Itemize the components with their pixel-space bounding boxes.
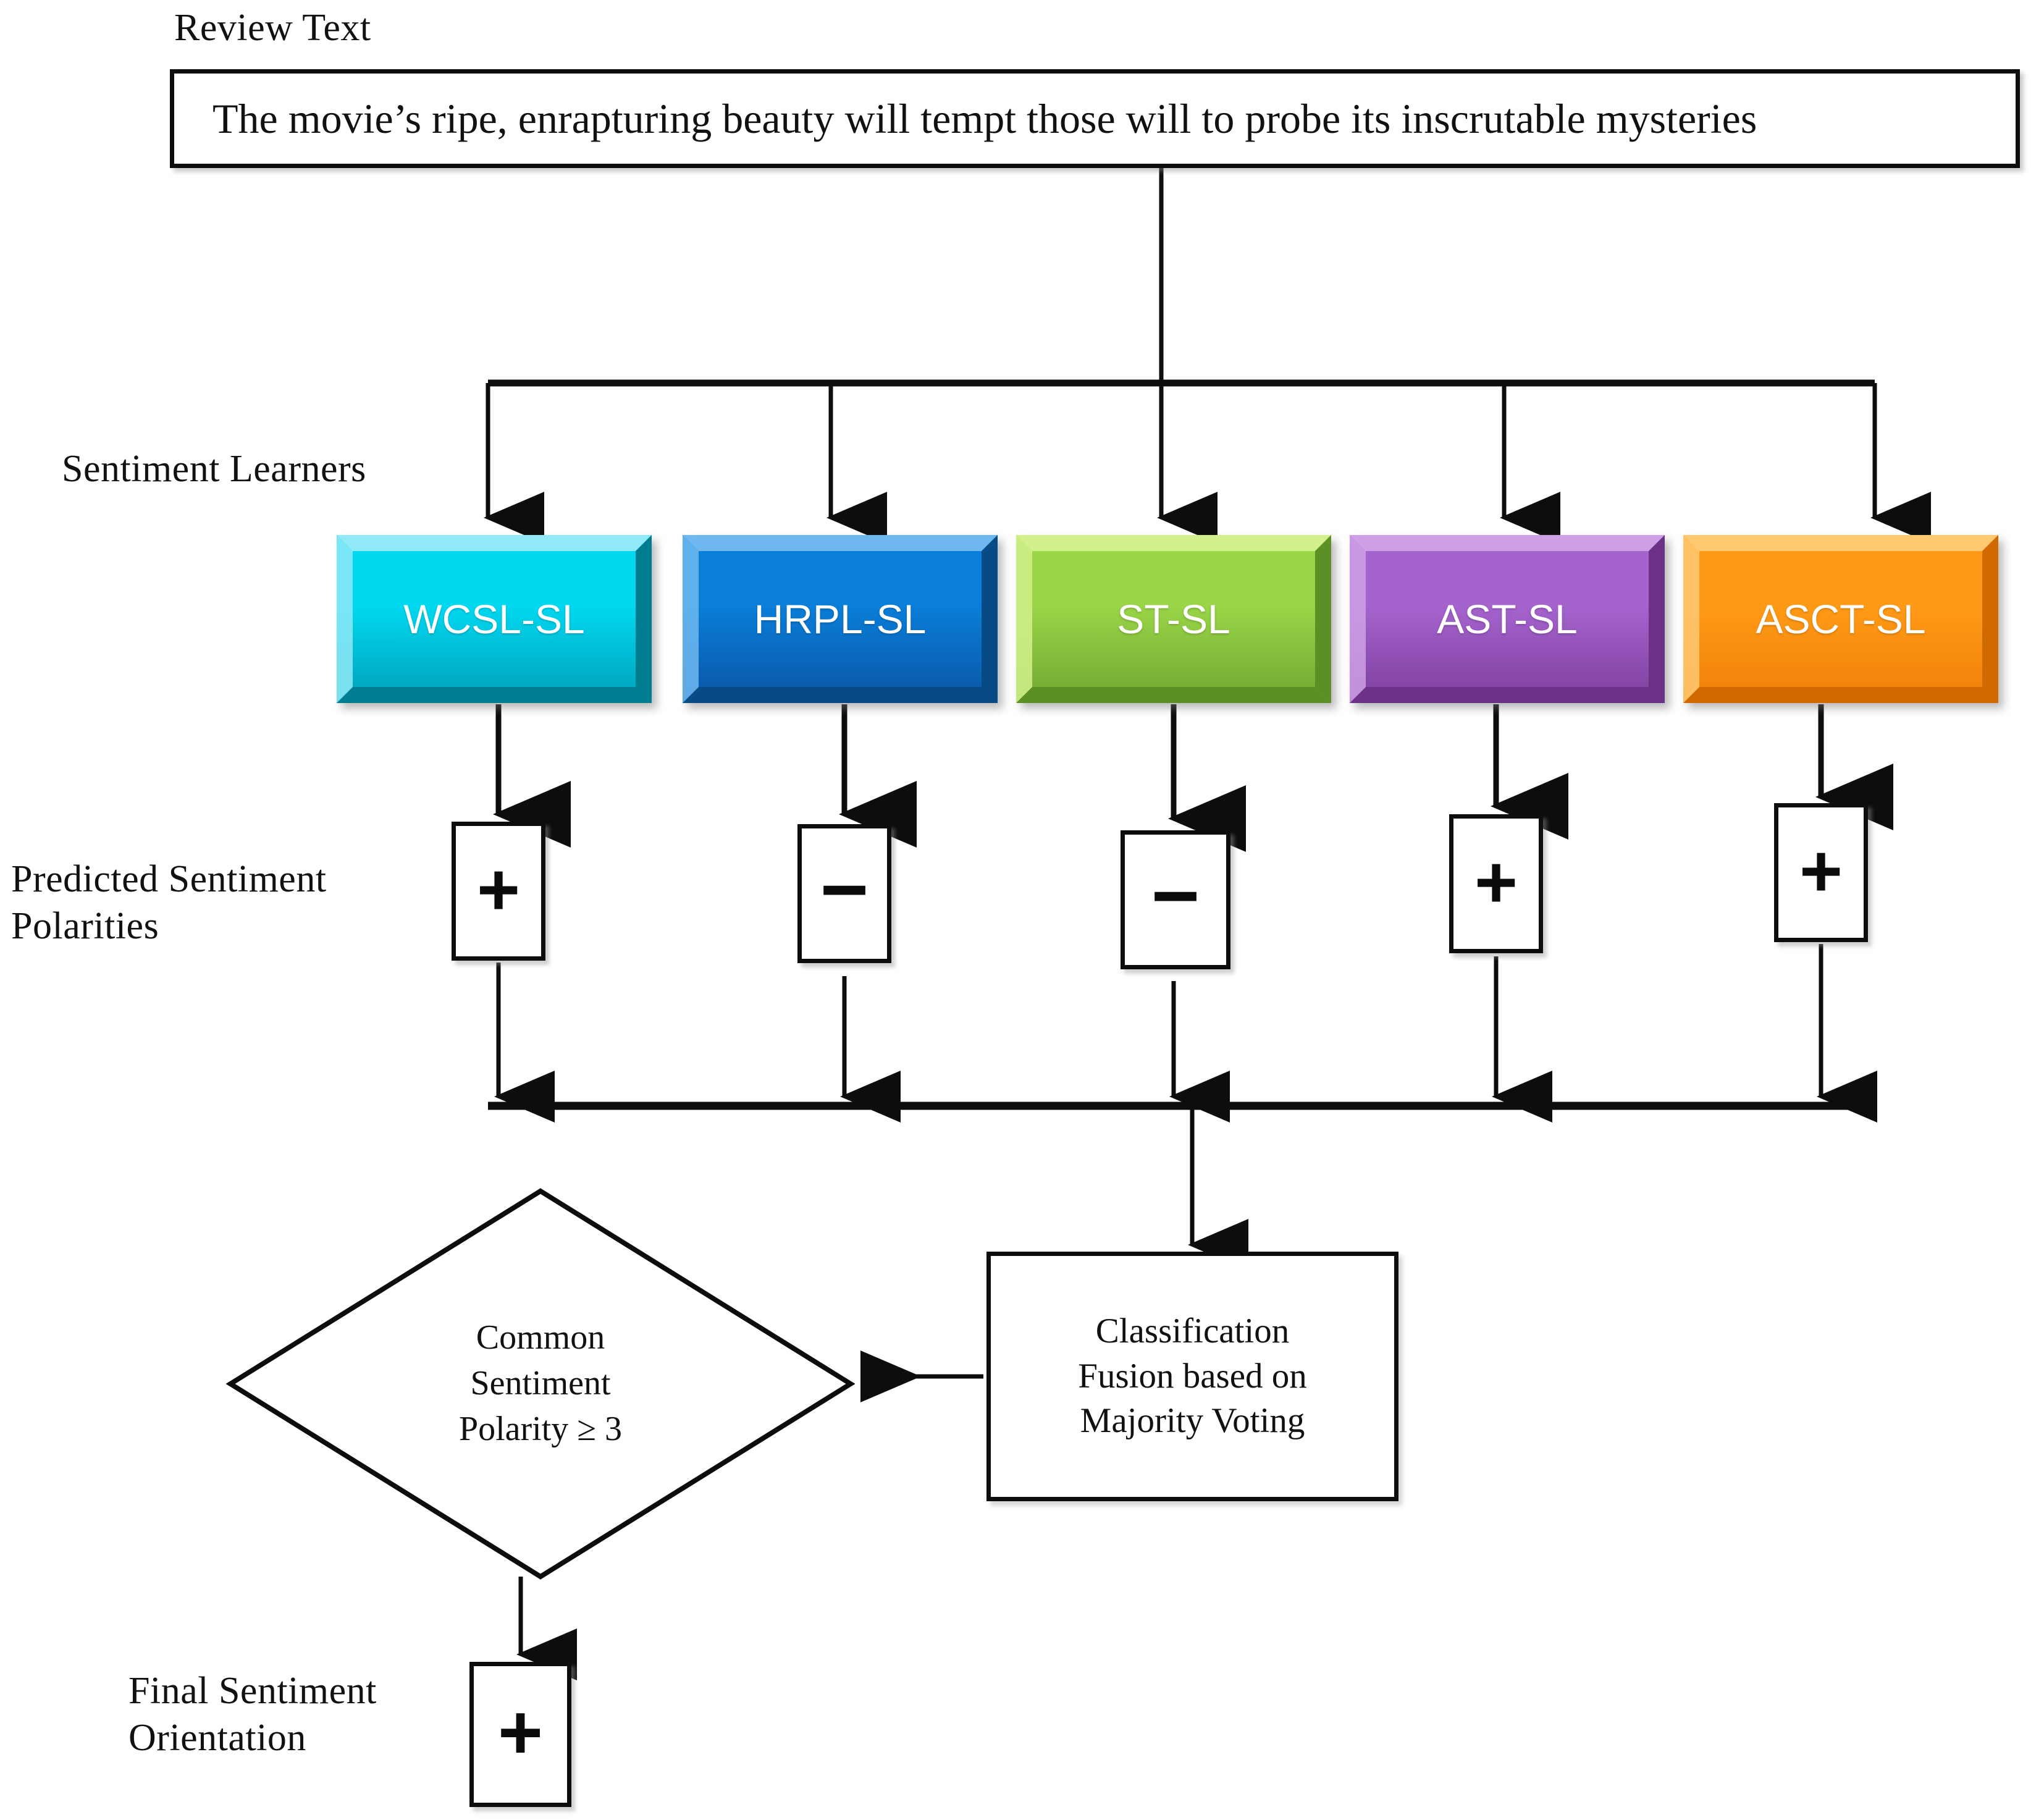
sentiment-learner-box-wcsl-sl[interactable]: WCSL-SL: [337, 535, 652, 703]
classification-fusion-box: Classification Fusion based on Majority …: [986, 1252, 1398, 1501]
polarity-sign: +: [476, 848, 521, 931]
predicted-polarity-box-1: +: [452, 822, 545, 961]
wire-learners-to-polarities: [493, 704, 1893, 852]
fusion-line-3: Majority Voting: [1080, 1401, 1305, 1441]
polarity-sign: −: [1151, 849, 1200, 942]
sentiment-learner-label: HRPL-SL: [754, 596, 927, 642]
decision-diamond: Common Sentiment Polarity ≥ 3: [225, 1186, 856, 1582]
final-sentiment-orientation-label: Final Sentiment Orientation: [128, 1670, 377, 1759]
sentiment-learner-box-hrpl-sl[interactable]: HRPL-SL: [683, 535, 998, 703]
wire-distributor-to-learners: [484, 383, 1931, 544]
fusion-line-2: Fusion based on: [1078, 1356, 1307, 1396]
sentiment-learner-box-ast-sl[interactable]: AST-SL: [1350, 535, 1665, 703]
sentiment-learners-label: Sentiment Learners: [62, 448, 366, 490]
review-text-value: The movie’s ripe, enrapturing beauty wil…: [212, 95, 1757, 142]
decision-diamond-shape: [225, 1188, 856, 1580]
polarity-sign: −: [820, 843, 869, 936]
wire-review-to-distributor: [488, 168, 1875, 387]
polarity-sign: +: [1799, 829, 1843, 912]
sentiment-learner-label: ST-SL: [1117, 596, 1230, 642]
sentiment-learner-box-st-sl[interactable]: ST-SL: [1016, 535, 1331, 703]
predicted-polarity-box-4: +: [1449, 814, 1543, 953]
predicted-sentiment-polarities-label: Predicted Sentiment Polarities: [11, 858, 327, 947]
predicted-polarity-box-3: −: [1121, 830, 1230, 969]
final-sentiment-sign: +: [498, 1690, 543, 1776]
review-text-label: Review Text: [174, 7, 371, 49]
sentiment-learner-label: WCSL-SL: [403, 596, 585, 642]
sentiment-learner-box-asct-sl[interactable]: ASCT-SL: [1683, 535, 1998, 703]
polarity-sign: +: [1474, 840, 1518, 924]
final-sentiment-box: +: [469, 1662, 571, 1807]
review-text-box: The movie’s ripe, enrapturing beauty wil…: [170, 69, 2020, 168]
predicted-polarity-box-5: +: [1774, 803, 1868, 942]
predicted-polarity-box-2: −: [797, 824, 891, 963]
sentiment-learner-label: ASCT-SL: [1756, 596, 1926, 642]
sentiment-learner-label: AST-SL: [1437, 596, 1578, 642]
fusion-line-1: Classification: [1095, 1311, 1290, 1350]
